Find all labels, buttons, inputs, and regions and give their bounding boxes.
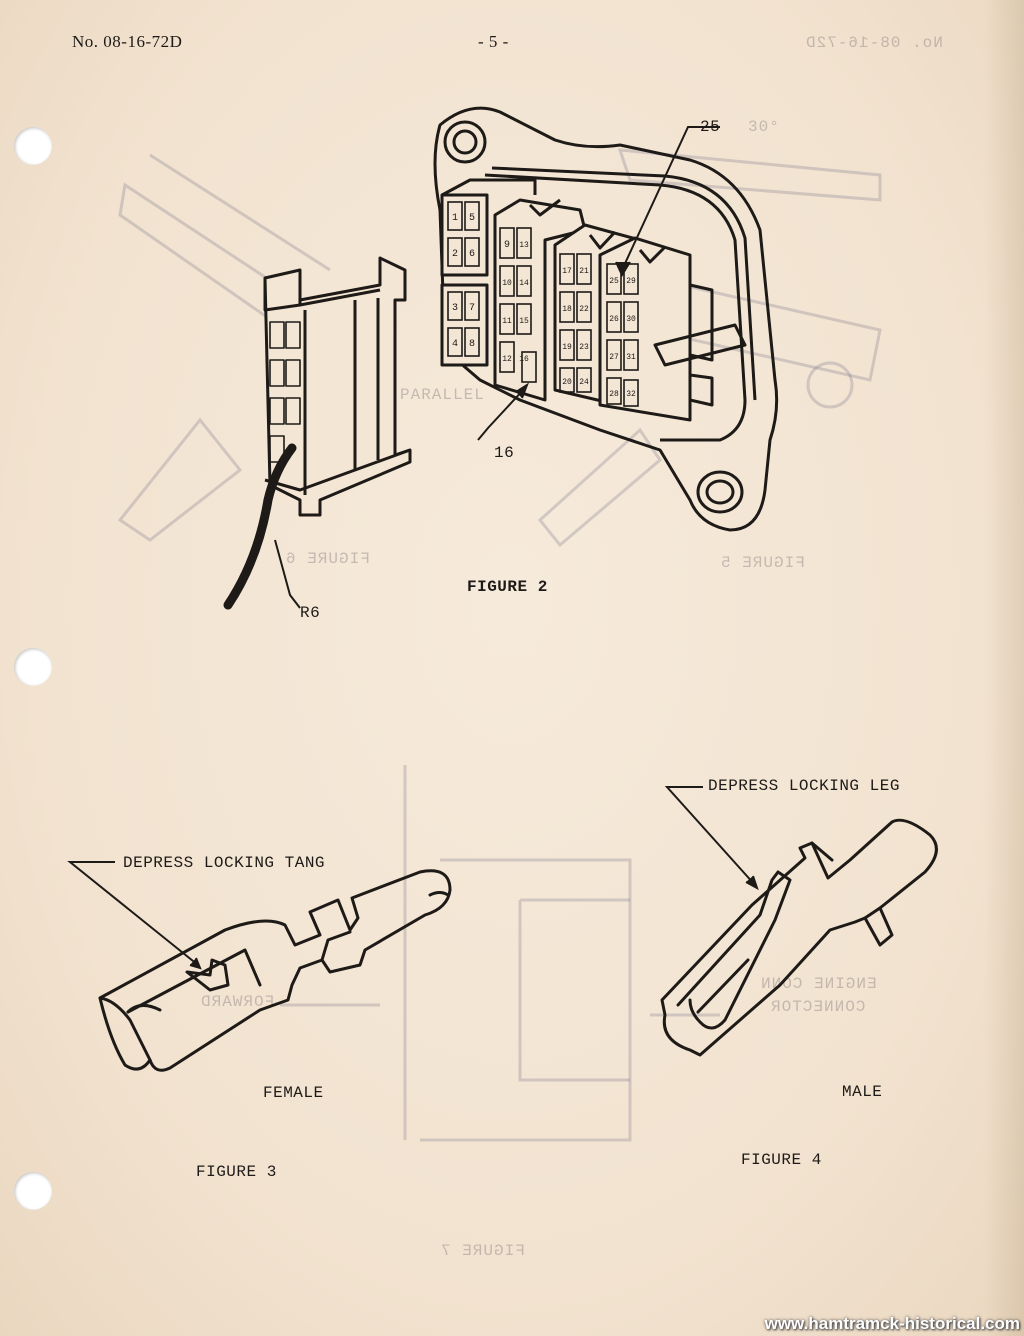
paper-edge-shadow (984, 0, 1024, 1336)
figure4-label: MALE (842, 1083, 883, 1101)
cavity-number: 6 (469, 249, 475, 260)
callout-25: 25 (700, 118, 721, 136)
wire-r6 (223, 443, 297, 610)
cavity-number: 29 (626, 277, 636, 286)
callout-r6: R6 (300, 604, 321, 622)
cavity-number: 2 (452, 249, 458, 260)
cavity-number: 23 (579, 343, 589, 352)
page-number: - 5 - (478, 32, 509, 51)
figure3-annotation: DEPRESS LOCKING TANG (123, 854, 326, 872)
bleed-angle: 30° (748, 118, 780, 136)
cavity-number: 7 (469, 303, 475, 314)
cavity-number: 25 (609, 277, 619, 286)
punch-hole-bottom (14, 1172, 52, 1210)
cavity-number: 32 (626, 390, 636, 399)
figure2-callout-leaders (274, 126, 720, 609)
bleed-through-drawings (117, 148, 882, 1142)
cavity-number: 19 (562, 343, 572, 352)
figure3-label: FEMALE (263, 1084, 324, 1102)
cavity-number: 1 (452, 213, 458, 224)
figure4-annotation-leader (664, 786, 759, 891)
figure2-small-connector (263, 256, 412, 517)
cavity-number: 12 (502, 355, 512, 364)
figure3-female-terminal (98, 869, 452, 1072)
figure4-caption: FIGURE 4 (741, 1151, 822, 1169)
watermark: www.hamtramck-historical.com (764, 1314, 1020, 1333)
figure4-annotation: DEPRESS LOCKING LEG (708, 777, 900, 795)
cavity-number: 26 (609, 315, 619, 324)
cavity-number: 11 (502, 317, 512, 326)
cavity-number: 22 (579, 305, 589, 314)
cavity-number: 4 (452, 339, 458, 350)
figure2-caption: FIGURE 2 (467, 578, 548, 596)
punch-hole-middle (14, 648, 52, 686)
cavity-number: 24 (579, 378, 589, 387)
cavity-number: 21 (579, 267, 589, 276)
figure4-male-terminal (660, 818, 938, 1057)
document-number: No. 08-16-72D (72, 32, 183, 51)
bleed-parallel: PARALLEL (400, 386, 485, 404)
punch-hole-top (14, 127, 52, 165)
cavity-number: 28 (609, 390, 619, 399)
cavity-number: 8 (469, 339, 475, 350)
cavity-number: 30 (626, 315, 636, 324)
cavity-number: 9 (504, 240, 510, 251)
cavity-number: 3 (452, 303, 458, 314)
cavity-number: 17 (562, 267, 572, 276)
cavity-number: 20 (562, 378, 572, 387)
cavity-number: 31 (626, 353, 636, 362)
figure2-cavity-grid (447, 201, 639, 407)
figure2-connector-body (433, 106, 779, 532)
cavity-number: 15 (519, 317, 529, 326)
callout-16: 16 (494, 444, 515, 462)
cavity-number: 27 (609, 353, 619, 362)
cavity-number: 13 (519, 241, 529, 250)
cavity-number: 18 (562, 305, 572, 314)
cavity-number: 5 (469, 213, 475, 224)
figure3-annotation-leader (67, 861, 202, 970)
figure3-caption: FIGURE 3 (196, 1163, 277, 1181)
cavity-number: 10 (502, 279, 512, 288)
cavity-number: 14 (519, 279, 529, 288)
cavity-number: 16 (519, 355, 529, 364)
